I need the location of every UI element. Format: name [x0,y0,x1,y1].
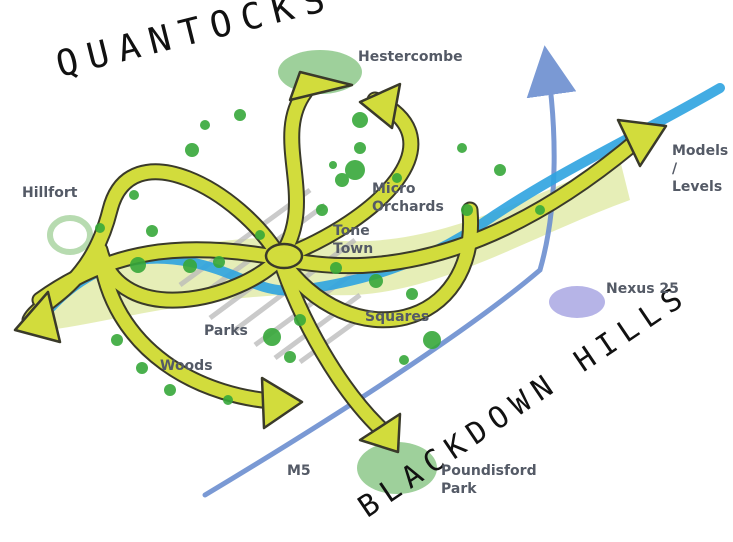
label-hillfort: Hillfort [22,185,78,201]
arrowhead-models [616,118,668,168]
label-squares: Squares [365,309,430,325]
meadow-band [40,160,630,330]
arrowhead-hestercombe [288,70,354,102]
arrowhead-woods [260,376,304,430]
label-models-levels: Models / Levels [672,143,729,195]
label-poundisford-park: Poundisford Park [441,463,537,497]
m5-motorway [202,45,577,498]
label-m5: M5 [287,463,311,479]
tree-dots [95,109,545,405]
label-tone-town: Tone Town [333,223,374,257]
hillfort-green [47,215,93,255]
nexus-patch [549,286,605,318]
label-nexus-25: Nexus 25 [606,281,679,297]
label-hestercombe: Hestercombe [358,49,463,65]
arrowhead-poundisford [358,412,402,454]
route-network [21,83,649,439]
label-woods: Woods [160,358,213,374]
poundisford-green [357,442,437,494]
arrowhead-hillfort [13,290,62,344]
arrowhead-micro-orchards [358,82,402,130]
label-micro-orchards: Micro Orchards [372,181,444,215]
route-arrowheads [13,70,668,454]
label-parks: Parks [204,323,248,339]
